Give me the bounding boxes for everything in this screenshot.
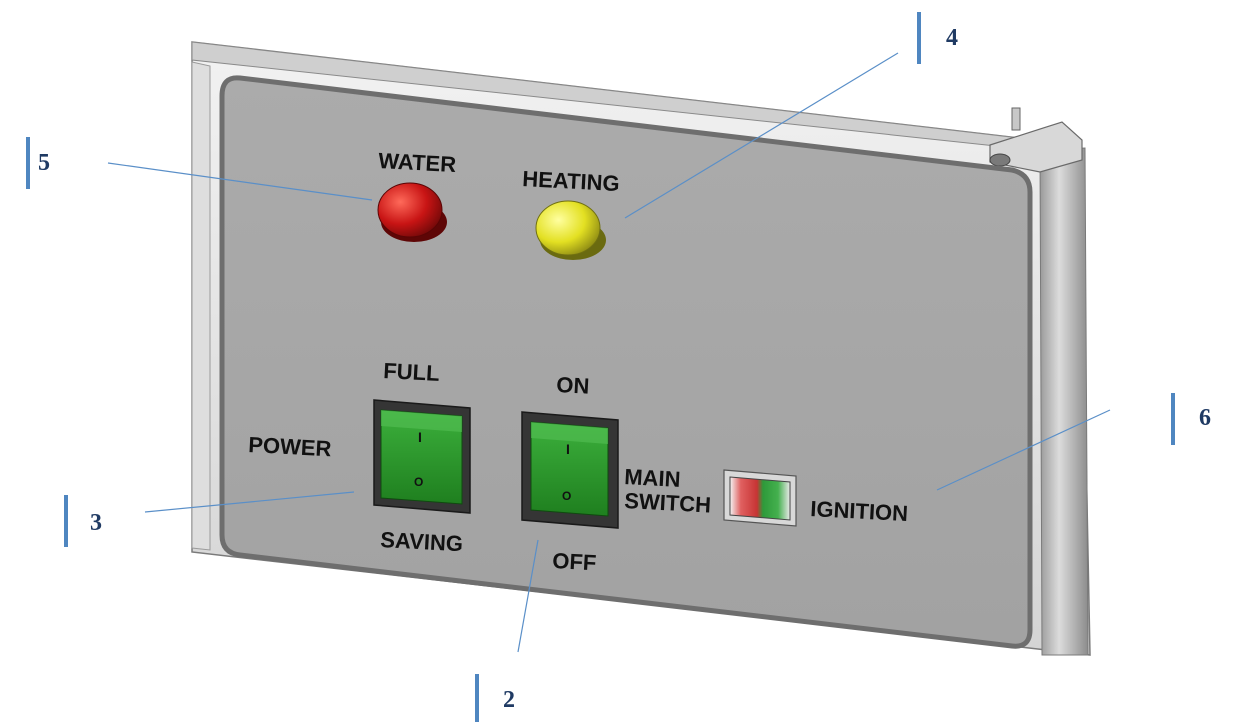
power-top-label: FULL (383, 358, 440, 386)
power-bottom-label: SAVING (380, 527, 464, 556)
water-lamp (377, 182, 443, 238)
main-mark-on: I (566, 441, 570, 457)
callout-6-line (936, 409, 1111, 491)
hinge-tab (1011, 107, 1021, 131)
main-mark-off: O (562, 489, 571, 503)
housing-side (1039, 147, 1089, 656)
power-mark-off: O (414, 475, 423, 489)
main-top-label: ON (556, 372, 590, 399)
hinge-hole (989, 153, 1011, 167)
main-bottom-label: OFF (552, 548, 597, 575)
heating-label: HEATING (522, 166, 621, 196)
power-label: POWER (248, 432, 332, 461)
callout-2-line (517, 539, 539, 653)
callout-6-bar (1171, 393, 1175, 445)
callout-3-number: 3 (90, 510, 102, 536)
main-switch[interactable]: I O (521, 411, 619, 529)
housing-left-inset (191, 61, 211, 551)
callout-5-line (107, 162, 373, 201)
power-mark-on: I (418, 429, 422, 445)
main-label-line2: SWITCH (624, 488, 712, 518)
callout-4-line (624, 52, 899, 219)
power-switch[interactable]: I O (373, 399, 471, 514)
callout-5-bar (26, 137, 30, 189)
callout-5-number: 5 (38, 150, 50, 176)
ignition-window (729, 476, 791, 521)
callout-3-bar (64, 495, 68, 547)
callout-3-line (144, 491, 355, 513)
callout-4-number: 4 (946, 25, 958, 51)
ignition-indicator (723, 469, 797, 527)
heating-lamp (535, 200, 601, 256)
water-indicator (377, 182, 447, 242)
water-label: WATER (378, 148, 457, 177)
main-label-line1: MAIN (624, 464, 681, 492)
callout-2-number: 2 (503, 687, 515, 713)
panel-face (219, 75, 1033, 649)
ignition-label: IGNITION (810, 496, 909, 526)
callout-4-bar (917, 12, 921, 64)
callout-6-number: 6 (1199, 405, 1211, 431)
callout-2-bar (475, 674, 479, 722)
heating-indicator (535, 200, 606, 260)
